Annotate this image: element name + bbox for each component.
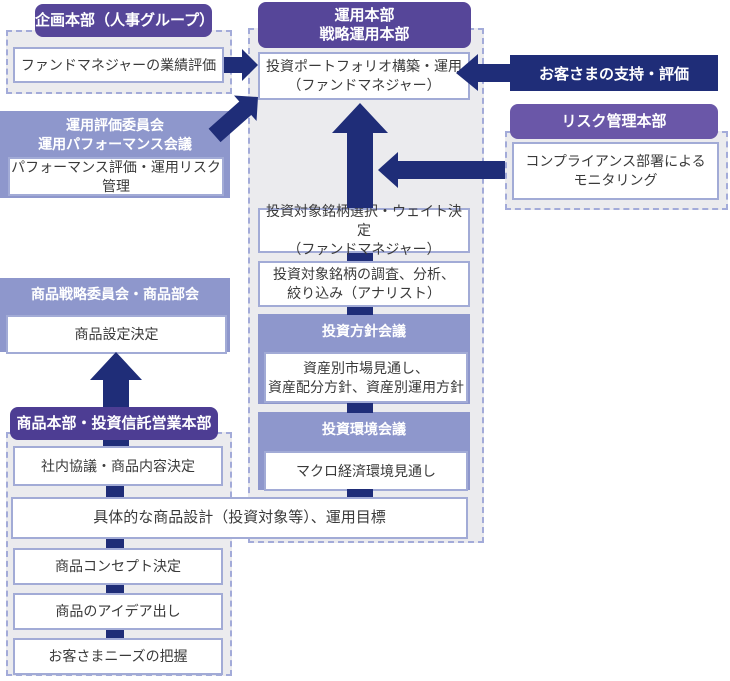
connector [106,584,124,594]
product-committee-panel: 商品戦略委員会・商品部会 商品設定決定 [0,278,230,354]
product-division-header: 商品本部・投資信託営業本部 [10,407,218,440]
asset-outlook-box: 資産別市場見通し、 資産配分方針、資産別運用方針 [264,352,468,403]
connector [106,486,124,498]
performance-committee-title: 運用評価委員会 運用パフォーマンス会議 [38,117,192,152]
product-design-box: 具体的な商品設計（投資対象等）、運用目標 [11,497,468,539]
connector [347,252,373,262]
product-committee-title: 商品戦略委員会・商品部会 [31,286,199,302]
portfolio-box: 投資ポートフォリオ構築・運用 （ファンドマネジャー） [258,52,470,100]
internal-consultation-box: 社内協議・商品内容決定 [13,446,223,486]
fund-manager-evaluation-box: ファンドマネジャーの業績評価 [13,47,224,83]
operation-division-header: 運用本部 戦略運用本部 [258,2,471,48]
risk-division-header: リスク管理本部 [510,104,718,139]
research-box: 投資対象銘柄の調査、分析、 絞り込み（アナリスト） [258,261,470,307]
customer-support-box: お客さまの支持・評価 [510,55,718,91]
connector [347,306,373,315]
macro-outlook-box: マクロ経済環境見通し [264,451,468,491]
planning-header: 企画本部（人事グループ） [35,4,214,37]
product-decision-box: 商品設定決定 [6,315,227,354]
performance-committee-panel: 運用評価委員会 運用パフォーマンス会議 パフォーマンス評価・運用リスク管理 [0,111,230,198]
connector [347,403,373,413]
environment-meeting-panel: 投資環境会議 マクロ経済環境見通し [258,412,470,491]
customer-needs-box: お客さまニーズの把握 [13,638,223,675]
selection-box: 投資対象銘柄選択・ウェイト決定 （ファンドマネジャー） [258,203,470,257]
policy-meeting-panel: 投資方針会議 資産別市場見通し、 資産配分方針、資産別運用方針 [258,314,470,404]
connector [106,629,124,639]
policy-meeting-title: 投資方針会議 [322,323,406,339]
connector [106,538,124,549]
concept-decision-box: 商品コンセプト決定 [13,548,223,585]
compliance-monitoring-box: コンプライアンス部署による モニタリング [512,142,719,200]
performance-risk-box: パフォーマンス評価・運用リスク管理 [8,157,224,196]
environment-meeting-title: 投資環境会議 [322,421,406,437]
idea-generation-box: 商品のアイデア出し [13,593,223,630]
connector [347,489,373,498]
